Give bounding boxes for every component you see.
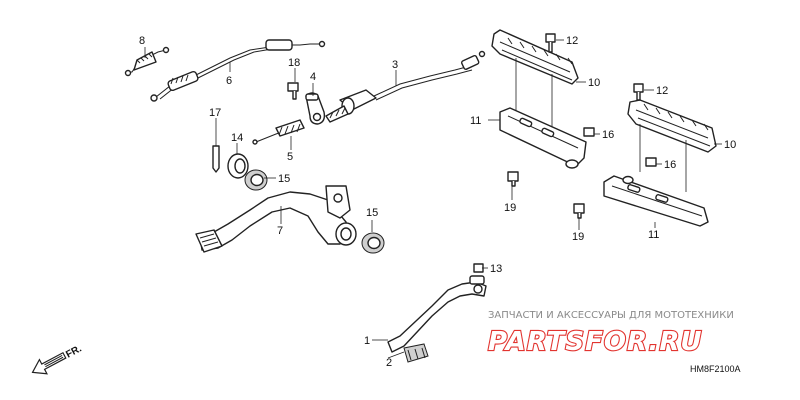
brake-pedal-part — [195, 185, 357, 253]
callout-12-lower: 12 — [656, 85, 668, 97]
bolt-part-13 — [473, 263, 484, 273]
callout-19-left: 19 — [504, 202, 516, 214]
bolts-group — [507, 33, 657, 219]
callout-14: 14 — [231, 132, 243, 144]
bolt-12-upper — [545, 33, 556, 43]
callout-6: 6 — [226, 75, 232, 87]
nut-16-lower — [645, 157, 657, 167]
front-marker-label: FR. — [64, 343, 84, 360]
rear-brake-cable-part — [325, 50, 486, 123]
callout-12-upper: 12 — [566, 35, 578, 47]
callout-10-lower: 10 — [724, 139, 736, 151]
brake-arm-part — [305, 92, 326, 125]
callout-2: 2 — [386, 357, 392, 369]
dust-seal-part-15-upper — [244, 169, 268, 191]
front-arrow-icon — [31, 351, 67, 375]
callout-8: 8 — [139, 35, 145, 47]
callout-17: 17 — [209, 107, 221, 119]
watermark: ЗАПЧАСТИ И АКСЕССУАРЫ ДЛЯ МОТОТЕХНИКИ PA… — [487, 310, 734, 358]
brake-switch-cable-part — [150, 39, 326, 102]
callout-3: 3 — [392, 59, 398, 71]
brake-switch-spring-part — [124, 46, 170, 77]
bolt-19-right — [573, 203, 585, 214]
callout-11-lower: 11 — [648, 229, 659, 241]
bolt-12-lower — [633, 83, 644, 93]
bolt-part-18 — [287, 82, 299, 100]
dust-seal-part-15-lower — [361, 232, 385, 254]
callout-16-upper: 16 — [602, 129, 614, 141]
leader-lines — [144, 39, 722, 359]
callout-11-upper: 11 — [470, 115, 481, 127]
callout-15-upper: 15 — [278, 173, 290, 185]
footpeg-assembly-left — [491, 29, 587, 169]
shift-rubber-part — [403, 343, 429, 363]
callout-16-lower: 16 — [664, 159, 676, 171]
callout-15-lower: 15 — [366, 207, 378, 219]
watermark-brand: PARTSFOR.RU — [488, 327, 702, 357]
cotter-pin-part — [212, 145, 220, 173]
diagram-code: HM8F2100A — [690, 364, 741, 374]
brake-return-spring-part — [252, 119, 305, 145]
callout-5: 5 — [287, 151, 293, 163]
callout-labels: 8 6 18 4 3 17 14 5 15 15 7 12 10 11 16 1… — [139, 35, 736, 369]
seal-ring-part-14 — [227, 153, 249, 179]
callout-10-upper: 10 — [588, 77, 600, 89]
bolt-19-left — [507, 171, 519, 182]
callout-18: 18 — [288, 57, 300, 69]
callout-4: 4 — [310, 71, 316, 83]
callout-13: 13 — [490, 263, 502, 275]
callout-19-right: 19 — [572, 231, 584, 243]
callout-1: 1 — [364, 335, 370, 347]
watermark-tagline: ЗАПЧАСТИ И АКСЕССУАРЫ ДЛЯ МОТОТЕХНИКИ — [488, 310, 734, 321]
front-direction-marker: FR. — [31, 343, 84, 375]
footpeg-assembly-right — [603, 99, 717, 227]
nut-16-upper — [583, 127, 595, 137]
callout-7: 7 — [277, 225, 283, 237]
gearshift-pedal-part — [387, 275, 487, 353]
